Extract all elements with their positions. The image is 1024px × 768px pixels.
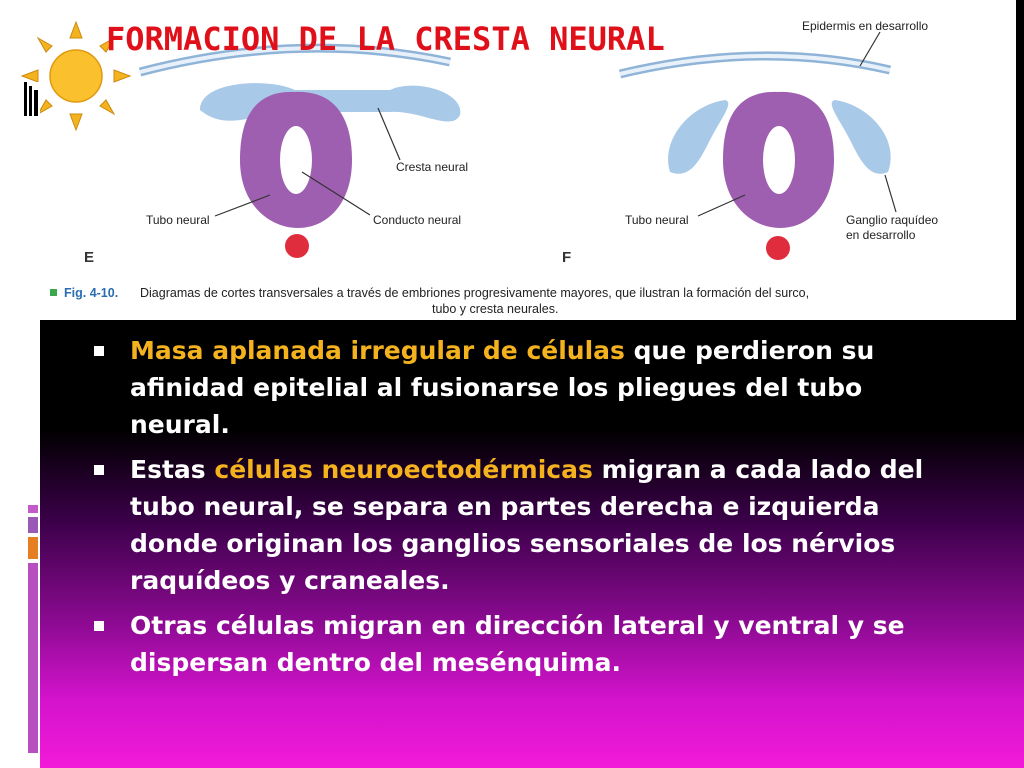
panel-e: Cresta neural Tubo neural Conducto neura… bbox=[84, 43, 468, 266]
embryo-figure: Cresta neural Tubo neural Conducto neura… bbox=[40, 0, 1016, 320]
caption-marker-icon bbox=[50, 289, 57, 296]
side-accent-bars bbox=[28, 505, 38, 753]
panel-f-neural-canal-shape bbox=[763, 126, 795, 194]
caption-fig-label: Fig. 4-10. bbox=[64, 286, 118, 300]
label-tubo-neural-f: Tubo neural bbox=[625, 213, 689, 227]
panel-e-neural-canal-shape bbox=[280, 126, 312, 194]
label-epidermis: Epidermis en desarrollo bbox=[802, 19, 928, 33]
caption-line-1: Diagramas de cortes transversales a trav… bbox=[140, 286, 809, 300]
sun-icon bbox=[20, 20, 132, 132]
panel-f-notochord-shape bbox=[766, 236, 790, 260]
label-ganglio-line2: en desarrollo bbox=[846, 228, 916, 242]
bullet-square-icon bbox=[94, 621, 104, 631]
label-cresta-neural: Cresta neural bbox=[396, 160, 468, 174]
panel-f-letter: F bbox=[562, 249, 571, 266]
bullet-square-icon bbox=[94, 465, 104, 475]
bullet-list: Masa aplanada irregular de células que p… bbox=[90, 332, 970, 689]
bullet-item: Estas células neuroectodérmicas migran a… bbox=[90, 451, 970, 599]
highlight-text: Masa aplanada irregular de células bbox=[130, 336, 625, 365]
panel-f-left-ganglion bbox=[668, 100, 729, 174]
bullet-square-icon bbox=[94, 346, 104, 356]
slide-title: FORMACION DE LA CRESTA NEURAL bbox=[106, 20, 665, 58]
panel-f-right-ganglion bbox=[831, 100, 891, 174]
label-tubo-neural-e: Tubo neural bbox=[146, 213, 210, 227]
panel-f: Epidermis en desarrollo Tubo neural Gang… bbox=[562, 19, 938, 266]
cross-section-diagrams: Cresta neural Tubo neural Conducto neura… bbox=[50, 19, 938, 316]
label-conducto-neural: Conducto neural bbox=[373, 213, 461, 227]
bullet-item: Otras células migran en dirección latera… bbox=[90, 607, 970, 681]
caption-line-2: tubo y cresta neurales. bbox=[432, 302, 558, 316]
bullet-item: Masa aplanada irregular de células que p… bbox=[90, 332, 970, 443]
highlight-text: células neuroectodérmicas bbox=[214, 455, 593, 484]
panel-e-notochord-shape bbox=[285, 234, 309, 258]
panel-e-letter: E bbox=[84, 249, 94, 266]
label-ganglio-line1: Ganglio raquídeo bbox=[846, 213, 938, 227]
